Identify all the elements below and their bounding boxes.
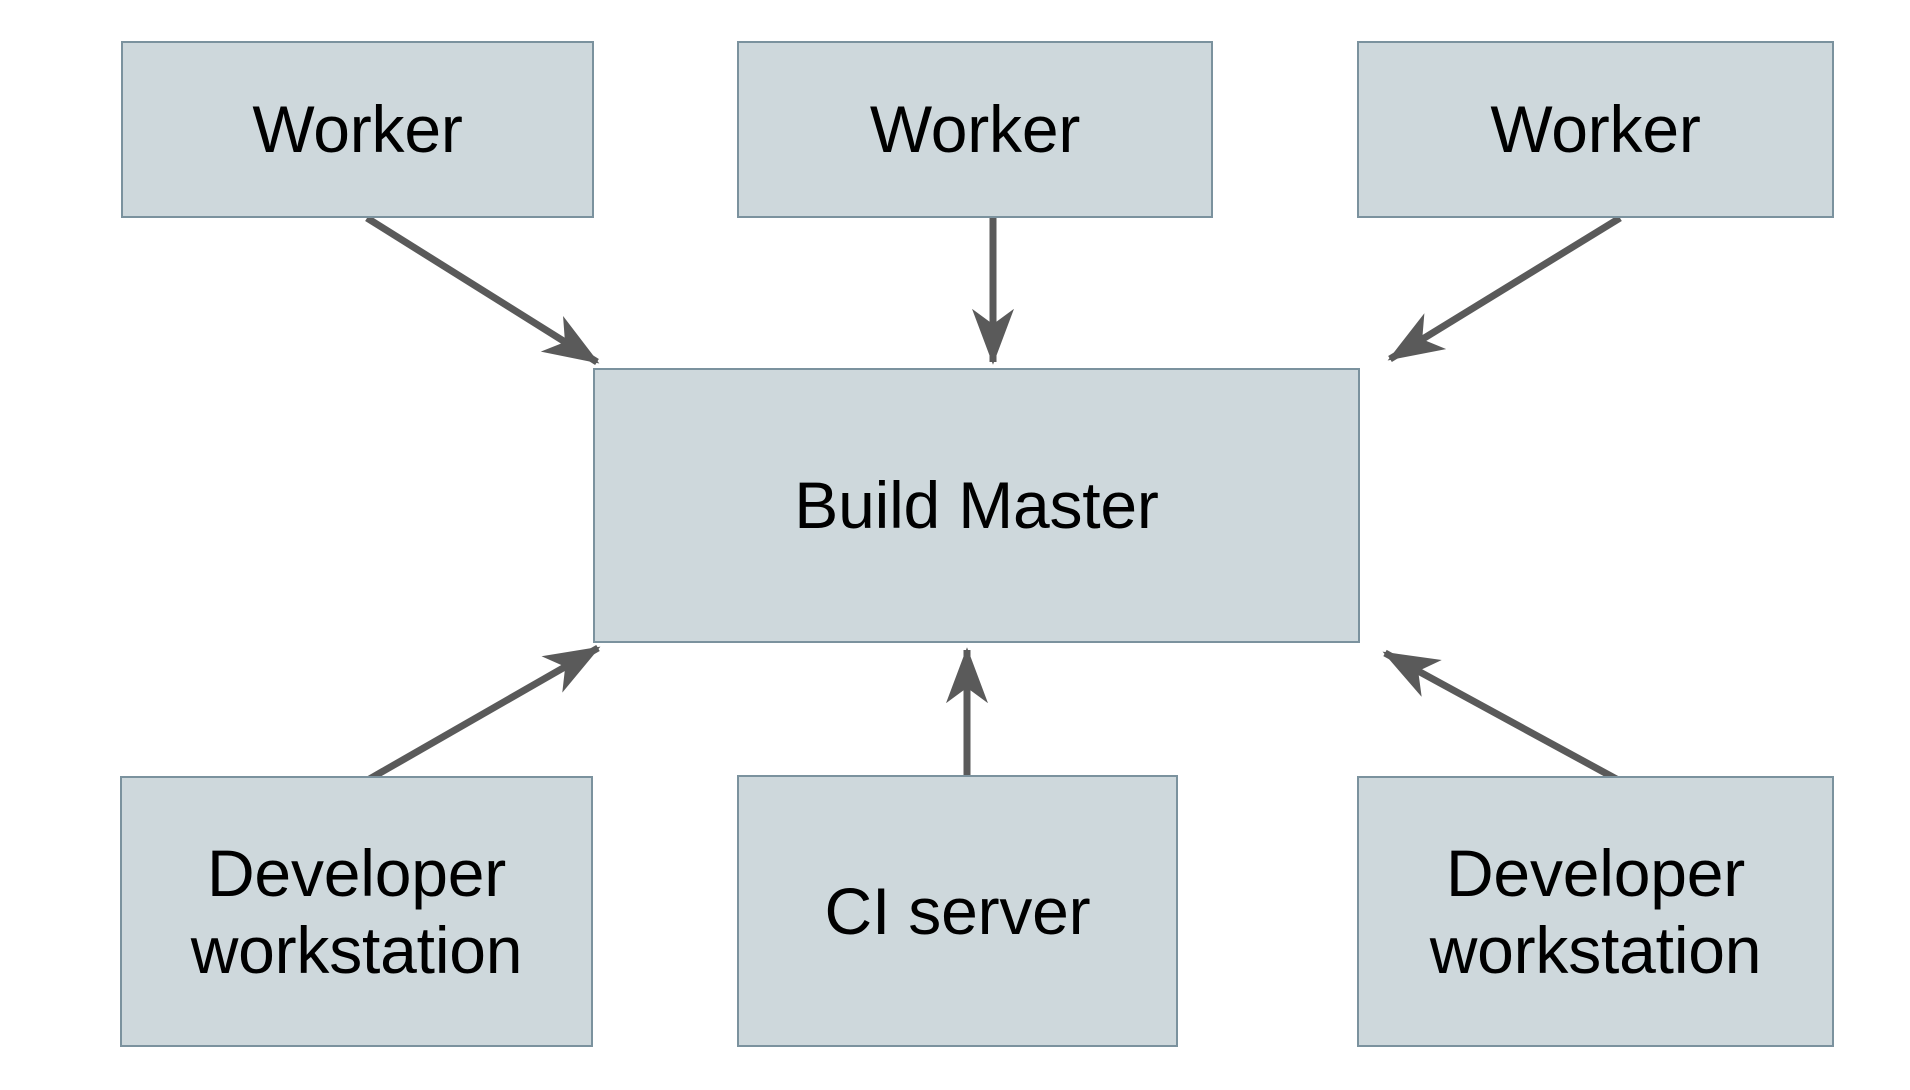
node-developer-workstation-left-label: Developer workstation — [190, 835, 523, 987]
node-worker-3[interactable]: Worker — [1357, 41, 1834, 218]
node-developer-workstation-right-label: Developer workstation — [1429, 835, 1762, 987]
node-ci-server-label: CI server — [824, 873, 1091, 948]
node-worker-2-label: Worker — [869, 92, 1081, 167]
node-ci-server[interactable]: CI server — [737, 775, 1178, 1047]
node-developer-workstation-left[interactable]: Developer workstation — [120, 776, 593, 1047]
edge-dev-ws-left-to-build-master — [364, 644, 601, 785]
node-worker-1-label: Worker — [252, 92, 463, 167]
node-worker-1[interactable]: Worker — [121, 41, 594, 218]
node-worker-2[interactable]: Worker — [737, 41, 1213, 218]
node-developer-workstation-right[interactable]: Developer workstation — [1357, 776, 1834, 1047]
node-worker-3-label: Worker — [1490, 92, 1701, 167]
node-build-master-label: Build Master — [794, 468, 1159, 543]
edge-worker-3-to-build-master — [1387, 215, 1622, 362]
edge-worker-1-to-build-master — [365, 215, 600, 365]
node-build-master[interactable]: Build Master — [593, 368, 1360, 643]
edge-dev-ws-right-to-build-master — [1382, 649, 1622, 785]
